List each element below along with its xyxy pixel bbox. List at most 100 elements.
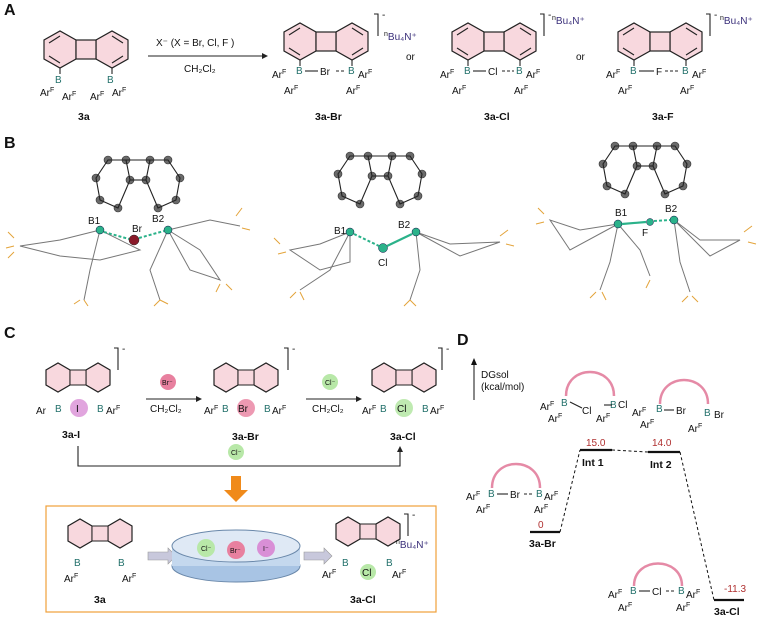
svg-text:ArF: ArF	[106, 405, 120, 417]
or-label-2: or	[576, 52, 586, 63]
svg-text:ArF: ArF	[358, 69, 372, 81]
svg-text:B: B	[488, 489, 495, 500]
bubble-cl: Cl⁻	[231, 450, 242, 457]
svg-text:Br: Br	[676, 406, 687, 417]
svg-text:ArF: ArF	[618, 85, 632, 97]
structure-c-3a-br: B B Br ArF ArF - 3a-Br	[204, 344, 295, 443]
svg-text:Ar: Ar	[36, 406, 47, 417]
svg-text:ArF: ArF	[688, 423, 702, 435]
svg-text:Br: Br	[238, 404, 249, 415]
bracket-arrow: Cl⁻	[77, 444, 403, 467]
svg-text:B: B	[536, 489, 543, 500]
boron-atom: B	[107, 75, 114, 86]
atom-label-b2: B2	[665, 204, 678, 215]
level-name-int2: Int 2	[650, 459, 672, 471]
svg-text:B: B	[561, 398, 568, 409]
compound-label-c-3a-br: 3a-Br	[232, 431, 259, 443]
svg-text:-: -	[446, 344, 449, 355]
svg-text:B: B	[222, 404, 229, 415]
svg-text:B: B	[610, 400, 617, 411]
svg-text:nBu₄N⁺: nBu₄N⁺	[720, 15, 753, 27]
svg-text:B: B	[422, 404, 429, 415]
svg-text:ArF: ArF	[692, 69, 706, 81]
svg-text:B: B	[118, 558, 125, 569]
level-value-int2: 14.0	[652, 438, 672, 449]
bridge-atom-br: Br	[320, 67, 331, 78]
schematic-3a-br: B B Br ArF ArF ArF ArF	[466, 462, 558, 516]
svg-text:ArF: ArF	[476, 504, 490, 516]
atom-label-br: Br	[132, 224, 143, 235]
compound-label-3a: 3a	[78, 111, 90, 123]
reagent-label: X⁻ (X = Br, Cl, F )	[156, 38, 234, 49]
structure-3a-f: B B F ArF ArF ArF ArF - nBu₄N⁺ 3a-F	[606, 10, 753, 123]
compound-label-3a-i: 3a-I	[62, 429, 80, 441]
crystal-structure-cl: B1 B2 Cl	[273, 151, 515, 307]
svg-text:ArF: ArF	[680, 85, 694, 97]
svg-text:B: B	[264, 404, 271, 415]
schematic-int2: B B Br Br ArF ArF ArF	[632, 378, 725, 435]
or-label-1: or	[406, 52, 416, 63]
svg-text:ArF: ArF	[534, 504, 548, 516]
structure-3a-br: B B Br ArF ArF ArF ArF - nBu₄N⁺ 3a-Br	[272, 10, 417, 123]
svg-text:B: B	[682, 66, 689, 77]
compound-label-box-3a: 3a	[94, 594, 106, 606]
svg-text:B: B	[630, 586, 637, 597]
svg-text:ArF: ArF	[90, 91, 104, 103]
svg-text:Cl: Cl	[582, 406, 591, 417]
reaction-arrow: X⁻ (X = Br, Cl, F ) CH₂Cl₂	[148, 38, 268, 75]
structure-box-3a-cl: B B Cl ArF ArF - nBu₄N⁺ 3a-Cl	[322, 510, 429, 606]
svg-text:ArF: ArF	[362, 405, 376, 417]
structure-3a-i: B B I Ar ArF - 3a-I	[36, 344, 125, 441]
svg-text:ArF: ArF	[452, 85, 466, 97]
svg-text:ArF: ArF	[392, 569, 406, 581]
svg-text:Br: Br	[510, 490, 521, 501]
svg-text:B: B	[386, 558, 393, 569]
svg-text:Cl: Cl	[362, 568, 371, 579]
panel-label-d: D	[457, 332, 469, 349]
bubble-cl: Cl⁻	[325, 380, 336, 387]
level-value-3a-br: 0	[538, 520, 544, 531]
petri-dish: Cl⁻ Br⁻ I⁻	[147, 529, 333, 583]
atom-label-b1: B1	[334, 226, 347, 237]
atom-label-f: F	[642, 228, 648, 239]
axis-label-1: DGsol	[481, 370, 509, 381]
svg-text:B: B	[74, 558, 81, 569]
svg-text:B: B	[678, 586, 685, 597]
svg-text:-: -	[412, 510, 415, 521]
atom-label-b1: B1	[88, 216, 101, 227]
svg-text:Cl: Cl	[652, 587, 661, 598]
svg-text:B: B	[348, 66, 355, 77]
svg-text:ArF: ArF	[514, 85, 528, 97]
bridge-atom-cl: Cl	[488, 67, 497, 78]
svg-text:nBu₄N⁺: nBu₄N⁺	[396, 539, 429, 551]
svg-text:ArF: ArF	[272, 69, 286, 81]
structure-c-3a-cl: B B Cl ArF ArF - 3a-Cl	[362, 344, 449, 443]
panel-label-b: B	[4, 135, 16, 152]
solvent-label: CH₂Cl₂	[184, 64, 216, 75]
svg-text:ArF: ArF	[466, 491, 480, 503]
svg-text:ArF: ArF	[62, 91, 76, 103]
svg-text:Cl: Cl	[397, 404, 406, 415]
svg-text:B: B	[380, 404, 387, 415]
svg-text:CH₂Cl₂: CH₂Cl₂	[312, 404, 344, 415]
atom-label-b1: B1	[615, 208, 628, 219]
svg-text:B: B	[704, 408, 711, 419]
one-pot-box	[45, 505, 437, 613]
svg-text:-: -	[548, 10, 551, 21]
bridge-atom-f: F	[656, 67, 662, 78]
svg-text:-: -	[122, 344, 125, 355]
orange-down-arrow	[224, 476, 248, 502]
svg-text:ArF: ArF	[526, 69, 540, 81]
svg-text:nBu₄N⁺: nBu₄N⁺	[552, 15, 585, 27]
svg-text:ArF: ArF	[596, 413, 610, 425]
svg-text:ArF: ArF	[112, 87, 126, 99]
schematic-int1: B B Cl Cl ArF ArF ArF	[540, 370, 627, 425]
bubble-br: Br⁻	[162, 380, 173, 387]
bridge-atom-i: I	[76, 404, 79, 415]
svg-text:ArF: ArF	[544, 491, 558, 503]
arrow-add-br: Br⁻ CH₂Cl₂	[146, 374, 202, 415]
svg-text:-: -	[714, 10, 717, 21]
panel-a: B B ArF ArF ArF ArF 3a X⁻ (X = Br, Cl, F…	[40, 10, 753, 123]
panel-label-c: C	[4, 325, 16, 342]
